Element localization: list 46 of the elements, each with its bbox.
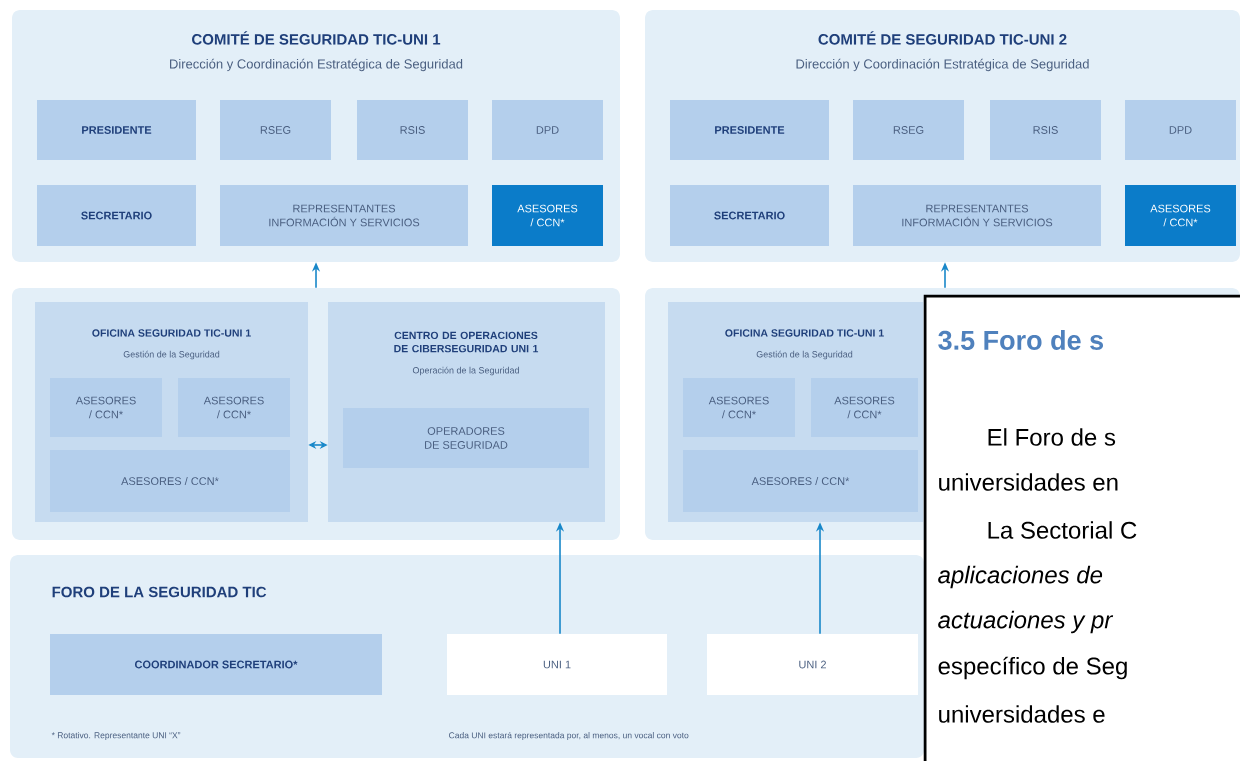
role-box: PRESIDENTE: [670, 100, 829, 160]
panel-title: OFICINA SEGURIDAD TIC-UNI 1: [725, 329, 884, 337]
document-excerpt: [923, 294, 1240, 761]
member-box: UNI 2: [707, 634, 918, 695]
excerpt-text: específico de Seg: [938, 656, 1127, 680]
role-box: DPD: [1125, 100, 1236, 160]
role-box: ASESORES / CCN*: [492, 185, 603, 246]
role-box: DPD: [492, 100, 603, 160]
role-box: ASESORES / CCN*: [811, 378, 918, 437]
role-box: COORDINADOR SECRETARIO*: [50, 634, 382, 695]
role-box: OPERADORES DE SEGURIDAD: [343, 408, 589, 468]
panel-title: COMITÉ DE SEGURIDAD TIC-UNI 1: [192, 31, 441, 45]
panel-subtitle: Operación de la Seguridad: [412, 366, 519, 376]
excerpt-text: aplicaciones de: [938, 565, 1103, 589]
panel-subtitle: Gestión de la Seguridad: [123, 350, 220, 360]
panel-subtitle: Gestión de la Seguridad: [756, 350, 853, 360]
role-box: ASESORES / CCN*: [178, 378, 290, 437]
panel-title: OFICINA SEGURIDAD TIC-UNI 1: [92, 329, 251, 337]
role-box: ASESORES / CCN*: [50, 378, 162, 437]
role-box: ASESORES / CCN*: [1125, 185, 1236, 246]
excerpt-heading: 3.5 Foro de s: [938, 330, 1104, 350]
excerpt-text: universidades e: [939, 705, 1105, 723]
role-box: ASESORES / CCN*: [683, 450, 918, 512]
role-box: SECRETARIO: [37, 185, 196, 246]
role-box: RSEG: [853, 100, 964, 160]
member-box: UNI 1: [447, 634, 667, 695]
role-box: RSIS: [357, 100, 468, 160]
excerpt-text: La Sectorial C: [988, 521, 1137, 539]
panel-subtitle: Dirección y Coordinación Estratégica de Seguridad: [796, 58, 1089, 72]
panel-title: COMITÉ DE SEGURIDAD TIC-UNI 2: [818, 31, 1067, 45]
footnote: * Rotativo. Representante UNI “X”: [51, 732, 181, 740]
role-box: ASESORES / CCN*: [50, 450, 290, 512]
excerpt-text: actuaciones y pr: [938, 610, 1114, 634]
excerpt-text: El Foro de s: [988, 428, 1116, 446]
panel-title: FORO DE LA SEGURIDAD TIC: [52, 586, 267, 598]
footnote: Cada UNI estará representada por, al menos, un vocal con voto: [449, 731, 689, 740]
role-box: RSIS: [990, 100, 1101, 160]
role-box: REPRESENTANTES INFORMACIÓN Y SERVICIOS: [853, 185, 1101, 246]
role-box: REPRESENTANTES INFORMACIÓN Y SERVICIOS: [220, 185, 468, 246]
excerpt-text: universidades en: [939, 473, 1118, 491]
role-box: RSEG: [220, 100, 331, 160]
role-box: ASESORES / CCN*: [683, 378, 795, 437]
panel-subtitle: Dirección y Coordinación Estratégica de Seguridad: [170, 58, 463, 72]
role-box: SECRETARIO: [670, 185, 829, 246]
panel-title: CENTRO DE OPERACIONES DE CIBERSEGURIDAD UNI 1: [394, 331, 539, 353]
role-box: PRESIDENTE: [37, 100, 196, 160]
